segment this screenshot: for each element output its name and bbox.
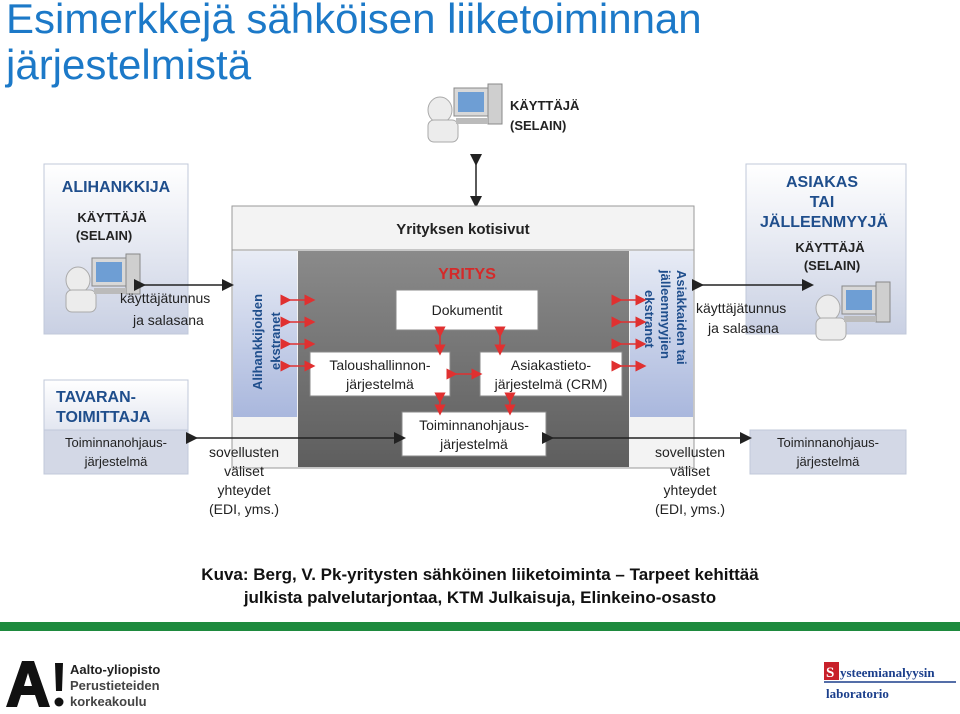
login-right-line1: käyttäjätunnus — [696, 300, 786, 316]
figure-caption-line1: Kuva: Berg, V. Pk-yritysten sähköinen li… — [201, 565, 759, 584]
company-label: YRITYS — [438, 266, 496, 283]
customer-title-line2: TAI — [810, 194, 835, 211]
customer-user-line1: KÄYTTÄJÄ — [795, 240, 865, 255]
documents-label: Dokumentit — [432, 302, 503, 318]
crm-line2: järjestelmä (CRM) — [494, 376, 608, 392]
customer-extranet-line3: ekstranet — [642, 290, 657, 348]
lab-logo-mark-icon — [824, 662, 839, 680]
login-left-line2: ja salasana — [132, 312, 204, 328]
customer-extranet-line2: jälleenmyyjien — [658, 269, 673, 359]
figure-caption-line2: julkista palvelutarjontaa, KTM Julkaisuj… — [243, 588, 717, 607]
customer-box: ASIAKAS TAI JÄLLEENMYYJÄ KÄYTTÄJÄ (SELAI… — [745, 163, 907, 341]
customer-title-line1: ASIAKAS — [786, 174, 858, 191]
supplier-title-line1: TAVARAN- — [56, 389, 136, 406]
edi-right-line4: (EDI, yms.) — [655, 501, 725, 517]
svg-text:S: S — [826, 665, 834, 681]
edi-right-line1: sovellusten — [655, 444, 725, 460]
subcontractor-title: ALIHANKKIJA — [62, 179, 171, 196]
customer-system-line2: järjestelmä — [796, 454, 861, 469]
subcontractor-user-line2: (SELAIN) — [76, 228, 132, 243]
customer-title-line3: JÄLLEENMYYJÄ — [760, 213, 888, 231]
footer-divider — [0, 622, 960, 631]
accounting-line1: Taloushallinnon- — [329, 357, 431, 373]
customer-user-line2: (SELAIN) — [804, 258, 860, 273]
customer-system-line1: Toiminnanohjaus- — [777, 435, 879, 450]
edi-left-line3: yhteydet — [218, 482, 271, 498]
edi-right-line2: väliset — [670, 463, 710, 479]
internal-arrows — [280, 294, 647, 416]
systems-lab-logo: S ysteemianalyysin laboratorio — [824, 662, 956, 701]
top-user-group: KÄYTTÄJÄ (SELAIN) — [427, 83, 580, 143]
homepage-label: Yrityksen kotisivut — [396, 221, 529, 238]
top-user-line2: (SELAIN) — [510, 118, 566, 133]
aalto-line2: Perustieteiden — [70, 678, 160, 693]
computer-icon — [427, 83, 503, 143]
lab-line2: laboratorio — [826, 686, 889, 701]
aalto-logo-icon — [6, 661, 64, 707]
slide-title-line1: Esimerkkejä sähköisen liiketoiminnan — [6, 0, 702, 42]
accounting-box: Taloushallinnon- järjestelmä — [309, 351, 451, 397]
customer-extranet-line1: Asiakkaiden tai — [674, 270, 689, 365]
supplier-title-line2: TOIMITTAJA — [56, 409, 151, 426]
aalto-line3: korkeakoulu — [70, 694, 147, 709]
customer-extranet: Asiakkaiden tai jälleenmyyjien ekstranet — [630, 251, 693, 417]
login-left-line1: käyttäjätunnus — [120, 290, 210, 306]
edi-left-line1: sovellusten — [209, 444, 279, 460]
crm-line1: Asiakastieto- — [511, 357, 591, 373]
subcontractor-box: ALIHANKKIJA KÄYTTÄJÄ (SELAIN) — [43, 163, 189, 335]
architecture-diagram: KÄYTTÄJÄ (SELAIN) ALIHANKKIJA KÄYTTÄJÄ (… — [43, 83, 907, 517]
login-right-line2: ja salasana — [707, 320, 779, 336]
supplier-system-line2: järjestelmä — [84, 454, 149, 469]
accounting-line2: järjestelmä — [345, 376, 414, 392]
slide-title: Esimerkkejä sähköisen liiketoiminnan jär… — [6, 0, 702, 88]
supplier-box: TAVARAN- TOIMITTAJA Toiminnanohjaus- jär… — [43, 379, 189, 475]
crm-box: Asiakastieto- järjestelmä (CRM) — [479, 351, 623, 397]
documents-box: Dokumentit — [395, 289, 539, 331]
subcontractor-extranet: Alihankkijoiden ekstranet — [233, 251, 297, 417]
edi-left-line4: (EDI, yms.) — [209, 501, 279, 517]
subcontractor-extranet-line2: ekstranet — [268, 312, 283, 370]
edi-left-line2: väliset — [224, 463, 264, 479]
erp-line1: Toiminnanohjaus- — [419, 417, 529, 433]
subcontractor-extranet-line1: Alihankkijoiden — [250, 294, 265, 390]
supplier-system-line1: Toiminnanohjaus- — [65, 435, 167, 450]
slide-title-line2: järjestelmistä — [6, 41, 252, 88]
erp-line2: järjestelmä — [439, 436, 508, 452]
lab-line1: ysteemianalyysin — [840, 665, 935, 680]
erp-box: Toiminnanohjaus- järjestelmä — [401, 411, 547, 457]
customer-system-box: Toiminnanohjaus- järjestelmä — [749, 429, 907, 475]
subcontractor-user-line1: KÄYTTÄJÄ — [77, 210, 147, 225]
top-user-line1: KÄYTTÄJÄ — [510, 98, 580, 113]
aalto-text: Aalto-yliopisto Perustieteiden korkeakou… — [70, 662, 160, 710]
edi-right-line3: yhteydet — [664, 482, 717, 498]
aalto-line1: Aalto-yliopisto — [70, 662, 161, 677]
